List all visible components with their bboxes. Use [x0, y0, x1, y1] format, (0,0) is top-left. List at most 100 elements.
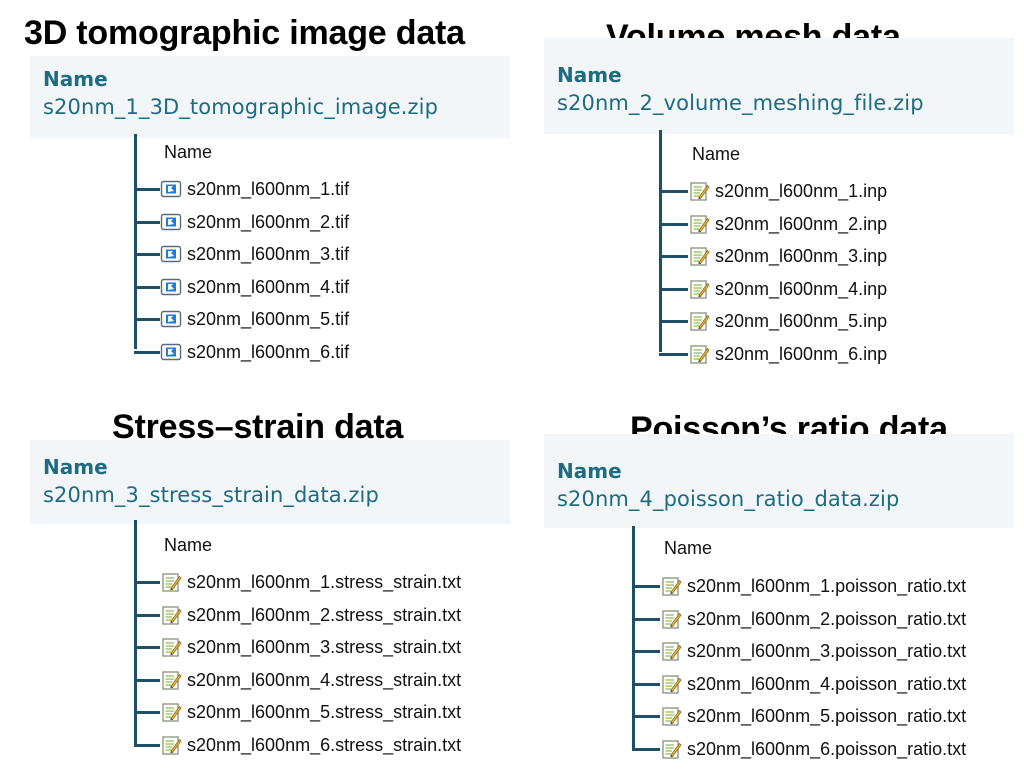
tree-branch-line [134, 678, 160, 682]
image-file-icon [160, 308, 182, 330]
tree-branch-line [632, 617, 660, 621]
file-name: s20nm_l600nm_5.tif [187, 309, 350, 330]
file-row[interactable]: s20nm_l600nm_4.inp [688, 274, 887, 304]
file-name: s20nm_l600nm_3.poisson_ratio.txt [687, 641, 967, 662]
file-list-header: Name [164, 142, 213, 162]
file-row[interactable]: s20nm_l600nm_2.stress_strain.txt [160, 600, 461, 630]
file-row[interactable]: s20nm_l600nm_5.tif [160, 304, 349, 334]
file-row[interactable]: s20nm_l600nm_3.inp [688, 241, 887, 271]
file-name: s20nm_l600nm_5.inp [715, 311, 888, 332]
file-name: s20nm_l600nm_4.inp [715, 278, 888, 299]
file-list-header: Name [692, 144, 741, 164]
tree-branch-line [659, 320, 688, 324]
file-name: s20nm_l600nm_1.poisson_ratio.txt [687, 576, 967, 596]
file-row[interactable]: s20nm_l600nm_3.stress_strain.txt [160, 632, 461, 662]
zip-filename[interactable]: s20nm_3_stress_strain_data.zip [43, 483, 379, 507]
panel-title: Stress–strain data [112, 408, 404, 446]
image-file-icon [160, 178, 182, 200]
text-file-icon [660, 640, 682, 662]
file-row[interactable]: s20nm_l600nm_6.stress_strain.txt [160, 730, 461, 760]
file-row[interactable]: s20nm_l600nm_5.stress_strain.txt [160, 697, 461, 727]
tree-branch-line [134, 351, 160, 354]
text-file-icon [160, 669, 182, 691]
file-row[interactable]: s20nm_l600nm_4.tif [160, 272, 349, 302]
file-name: s20nm_l600nm_6.poisson_ratio.txt [687, 739, 967, 759]
file-row[interactable]: s20nm_l600nm_6.tif [160, 337, 349, 367]
zip-filename[interactable]: s20nm_4_poisson_ratio_data.zip [557, 487, 900, 511]
zip-archive-panel[interactable]: Name s20nm_2_volume_meshing_file.zip [544, 38, 1014, 134]
text-file-icon [160, 636, 182, 658]
file-list-header: Name [664, 538, 713, 558]
file-name: s20nm_l600nm_1.inp [715, 181, 888, 201]
file-row[interactable]: s20nm_l600nm_5.poisson_ratio.txt [660, 701, 966, 731]
text-file-icon [660, 575, 682, 597]
tree-branch-line [134, 711, 160, 715]
tree-branch-line [632, 715, 660, 719]
zip-column-header: Name [43, 67, 108, 91]
text-file-icon [160, 734, 182, 756]
file-name: s20nm_l600nm_4.stress_strain.txt [187, 669, 462, 690]
file-row[interactable]: s20nm_l600nm_6.inp [688, 339, 887, 369]
file-row[interactable]: s20nm_l600nm_1.poisson_ratio.txt [660, 571, 966, 601]
tree-branch-line [134, 220, 160, 224]
image-file-icon [160, 276, 182, 298]
file-row[interactable]: s20nm_l600nm_1.tif [160, 174, 349, 204]
text-file-icon [688, 310, 710, 332]
tree-branch-line [134, 581, 160, 584]
text-file-icon [160, 571, 182, 593]
file-row[interactable]: s20nm_l600nm_3.tif [160, 239, 349, 269]
file-row[interactable]: s20nm_l600nm_2.inp [688, 209, 887, 239]
file-row[interactable]: s20nm_l600nm_5.inp [688, 306, 887, 336]
zip-filename[interactable]: s20nm_2_volume_meshing_file.zip [557, 91, 924, 115]
file-name: s20nm_l600nm_2.inp [715, 213, 888, 234]
tree-branch-line [659, 255, 688, 259]
text-file-icon [660, 738, 682, 760]
tree-branch-line [632, 682, 660, 686]
tree-trunk-line [659, 130, 662, 352]
text-file-icon [160, 604, 182, 626]
zip-archive-panel[interactable]: Name s20nm_1_3D_tomographic_image.zip [30, 56, 510, 138]
text-file-icon [688, 343, 710, 365]
tree-trunk-line [134, 134, 137, 349]
file-name: s20nm_l600nm_3.inp [715, 246, 888, 267]
zip-archive-panel[interactable]: Name s20nm_3_stress_strain_data.zip [30, 440, 510, 524]
file-row[interactable]: s20nm_l600nm_4.poisson_ratio.txt [660, 669, 966, 699]
file-row[interactable]: s20nm_l600nm_2.poisson_ratio.txt [660, 604, 966, 634]
file-name: s20nm_l600nm_1.stress_strain.txt [187, 572, 462, 592]
zip-filename[interactable]: s20nm_1_3D_tomographic_image.zip [43, 95, 439, 119]
image-file-icon [160, 341, 182, 363]
tree-branch-line [134, 744, 160, 747]
tree-branch-line [134, 646, 160, 650]
image-file-icon [160, 211, 182, 233]
file-name: s20nm_l600nm_2.poisson_ratio.txt [687, 608, 967, 629]
file-row[interactable]: s20nm_l600nm_1.inp [688, 176, 887, 206]
file-row[interactable]: s20nm_l600nm_6.poisson_ratio.txt [660, 734, 966, 764]
zip-archive-panel[interactable]: Name s20nm_4_poisson_ratio_data.zip [544, 434, 1014, 528]
text-file-icon [688, 213, 710, 235]
file-row[interactable]: s20nm_l600nm_2.tif [160, 207, 349, 237]
tree-trunk-line [134, 520, 137, 746]
file-name: s20nm_l600nm_4.poisson_ratio.txt [687, 673, 967, 694]
file-name: s20nm_l600nm_3.stress_strain.txt [187, 637, 462, 658]
file-name: s20nm_l600nm_5.poisson_ratio.txt [687, 706, 967, 727]
file-row[interactable]: s20nm_l600nm_4.stress_strain.txt [160, 665, 461, 695]
text-file-icon [160, 701, 182, 723]
file-row[interactable]: s20nm_l600nm_3.poisson_ratio.txt [660, 636, 966, 666]
file-name: s20nm_l600nm_5.stress_strain.txt [187, 702, 462, 723]
tree-branch-line [659, 222, 688, 226]
image-file-icon [160, 243, 182, 265]
file-name: s20nm_l600nm_6.tif [187, 342, 350, 362]
tree-branch-line [659, 190, 688, 193]
file-name: s20nm_l600nm_2.stress_strain.txt [187, 604, 462, 625]
text-file-icon [688, 278, 710, 300]
tree-branch-line [134, 253, 160, 257]
file-name: s20nm_l600nm_1.tif [187, 179, 350, 199]
tree-branch-line [134, 188, 160, 191]
panel-title: 3D tomographic image data [24, 14, 465, 52]
text-file-icon [660, 673, 682, 695]
text-file-icon [660, 608, 682, 630]
text-file-icon [688, 245, 710, 267]
file-row[interactable]: s20nm_l600nm_1.stress_strain.txt [160, 567, 461, 597]
tree-branch-line [632, 748, 660, 751]
file-list-header: Name [164, 535, 213, 555]
